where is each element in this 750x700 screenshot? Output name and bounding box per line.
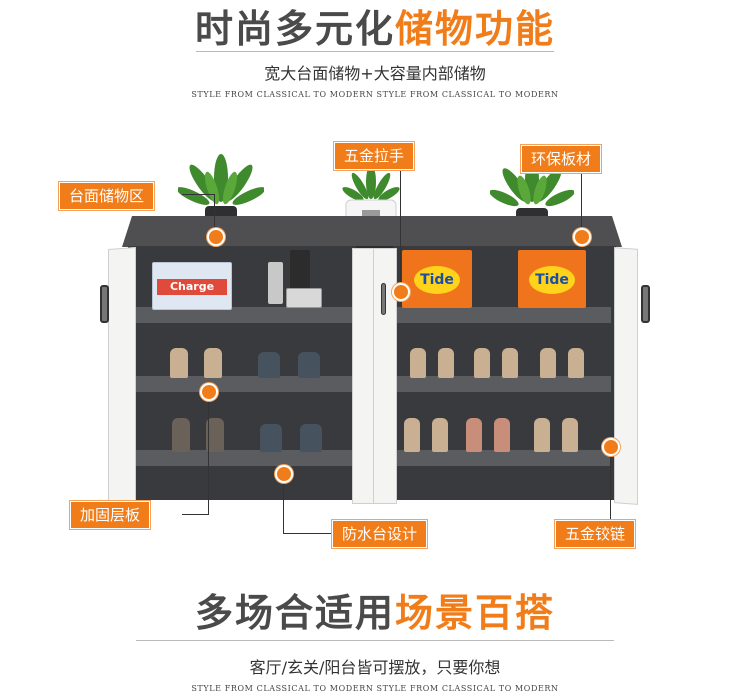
shelf [134, 450, 352, 466]
leader-line [400, 164, 401, 288]
shoe-sneaker [258, 352, 280, 378]
tag-hardware-handle: 五金拉手 [334, 142, 415, 170]
tag-eco-board: 环保板材 [521, 145, 602, 173]
shoe-sneaker [298, 352, 320, 378]
shoe-heel [432, 418, 448, 452]
shoe-sneaker [300, 424, 322, 452]
door-handle-icon [381, 283, 386, 315]
cabinet-door-right [614, 247, 638, 505]
leader-line [581, 168, 582, 232]
tag-waterproof-base: 防水台设计 [332, 520, 428, 548]
shoe-heel [438, 348, 454, 378]
tag-hardware-hinge: 五金铰链 [555, 520, 636, 548]
door-handle-icon [100, 285, 109, 323]
section-title: 多场合适用场景百搭 [0, 582, 750, 637]
leader-line [182, 194, 214, 195]
shoe-heel [502, 348, 518, 378]
leader-line [214, 194, 215, 234]
tag-reinforced-shelf: 加固层板 [70, 501, 151, 529]
title-dark-part: 时尚多元化 [194, 7, 395, 51]
product-box: Charge [152, 262, 232, 310]
leader-line [208, 392, 209, 514]
marker-dot [602, 438, 620, 456]
shoe-heel [534, 418, 550, 452]
marker-dot [392, 283, 410, 301]
marker-dot [573, 228, 591, 246]
section-title-dark-part: 多场合适用 [194, 591, 395, 635]
tag-countertop: 台面储物区 [59, 182, 155, 210]
cabinet-door-left [108, 247, 136, 503]
marker-dot [207, 228, 225, 246]
shelf [134, 307, 352, 323]
page-title: 时尚多元化储物功能 [0, 0, 750, 53]
detergent-label: Tide [414, 266, 460, 294]
jar [286, 288, 322, 308]
section-title-accent-part: 场景百搭 [395, 591, 556, 635]
cabinet-door-center-left [352, 248, 374, 504]
page-subtitle: 宽大台面储物+大容量内部储物 [264, 64, 486, 83]
leader-line [283, 474, 284, 534]
section-divider [136, 640, 614, 641]
page-caption: STYLE FROM CLASSICAL TO MODERN STYLE FRO… [191, 90, 559, 99]
product-box-label: Charge [157, 279, 227, 295]
leader-line [182, 514, 209, 515]
shoe-heel [474, 348, 490, 378]
shoe-heel [172, 418, 190, 452]
section-subtitle: 客厅/玄关/阳台皆可摆放，只要你想 [249, 658, 501, 677]
shoe-heel [404, 418, 420, 452]
shoe-heel [170, 348, 188, 378]
detergent-bag: Tide [402, 250, 472, 308]
shoe-heel [562, 418, 578, 452]
door-handle-icon [641, 285, 650, 323]
shoe-heel [494, 418, 510, 452]
cabinet-countertop [122, 216, 622, 247]
shoe-heel [206, 418, 224, 452]
shelf [397, 450, 611, 466]
leader-line [283, 533, 333, 534]
title-divider [196, 51, 554, 52]
marker-dot [200, 383, 218, 401]
shoe-sneaker [260, 424, 282, 452]
title-accent-part: 储物功能 [395, 7, 556, 51]
shoe-heel [466, 418, 482, 452]
detergent-bag: Tide [518, 250, 586, 308]
section-caption: STYLE FROM CLASSICAL TO MODERN STYLE FRO… [191, 684, 559, 693]
shelf [134, 376, 352, 392]
shoe-heel [410, 348, 426, 378]
shoe-heel [540, 348, 556, 378]
detergent-label: Tide [529, 266, 575, 294]
shelf [397, 307, 611, 323]
shoe-heel [204, 348, 222, 378]
marker-dot [275, 465, 293, 483]
shoe-heel [568, 348, 584, 378]
leader-line [610, 446, 611, 520]
shelf [397, 376, 611, 392]
bottle [268, 262, 283, 304]
